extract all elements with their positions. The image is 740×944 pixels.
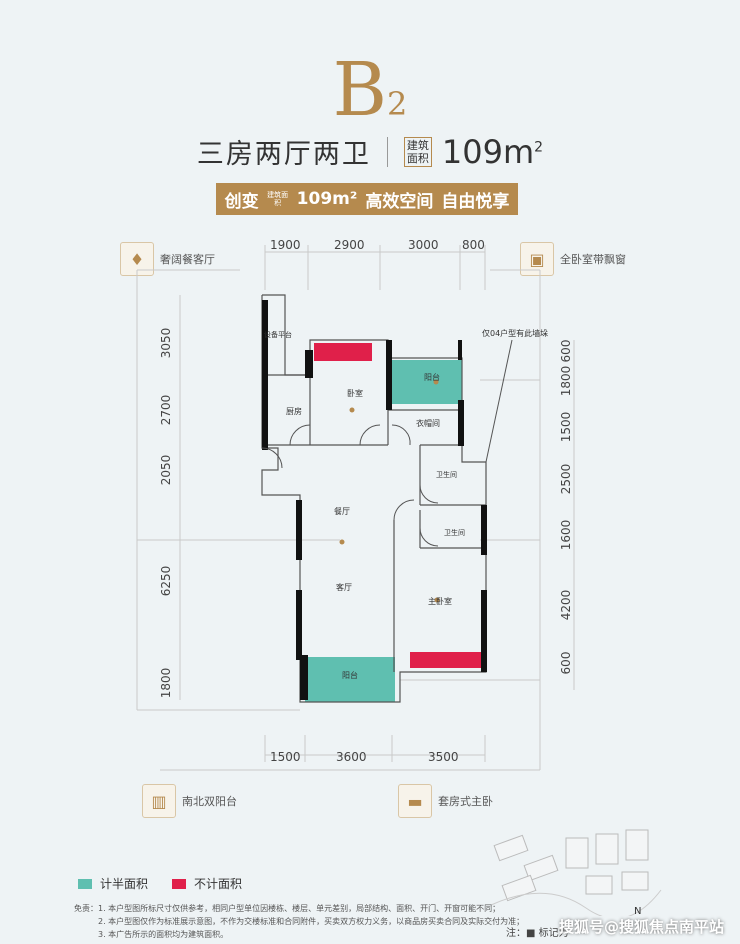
room-living: 客厅 [336,583,352,592]
guide-lines [136,245,575,771]
map-note: 注：■ 标记为 [506,928,569,939]
dim-top-3: 3000 [408,238,439,252]
doors [261,424,439,547]
banner-slogan-1: 高效空间 [365,191,434,212]
wall-w2 [305,350,313,378]
dim-left-1: 3050 [159,327,173,359]
bed-icon: ▬ [398,784,432,818]
legend-swatch-teal [78,878,92,889]
wall-w10 [458,340,462,360]
dim-right-3: 1500 [559,411,573,443]
unit-summary: 三房两厅两卫 建筑面积 109m2 [0,132,740,171]
divider [386,136,388,167]
dim-right-7: 600 [559,651,573,675]
banner-prefix: 创变 [224,191,259,212]
feature-dining-label: 奢阔餐客厅 [160,253,215,266]
feature-bay-window-label: 全卧室带飘窗 [560,253,626,266]
dim-bottom-3: 3500 [428,750,459,764]
disclaimer-line-1: 免责：1. 本户型图所标尺寸仅供参考，相同户型单位因楼栋、楼层、单元差别，局部结… [74,904,501,913]
area-sup: 2 [534,138,544,155]
disclaimer-line-2: 2. 本户型图仅作为标准展示意图，不作为交楼标准和合同附件，买卖双方权力义务，以… [98,917,525,926]
room-markers [339,379,440,603]
room-balcony-south: 阳台 [342,671,358,680]
disclaimer: 免责：1. 本户型图所标尺寸仅供参考，相同户型单位因楼栋、楼层、单元差别，局部结… [74,902,524,941]
wall-w8 [296,590,302,660]
north-indicator: N [634,906,641,916]
room-kitchen: 厨房 [286,407,302,416]
disclaimer-line-3: 3. 本广告所示的面积均为建筑面积。 [98,930,229,939]
dim-right-2: 1800 [559,365,573,397]
feature-balcony-label: 南北双阳台 [182,795,237,808]
annotation-leader [485,339,513,463]
room-bath-1: 卫生间 [436,471,457,479]
dim-right-6: 4200 [559,589,573,621]
banner-slogan-2: 自由悦享 [441,191,510,212]
wall-w1 [262,300,268,450]
legend-swatch-red [172,878,186,889]
room-bath-2: 卫生间 [444,529,465,537]
room-config: 三房两厅两卫 [196,139,371,170]
balcony-north-area [390,360,462,404]
unit-number: 2 [387,85,408,123]
site-map: N [490,829,662,916]
room-balcony-north: 阳台 [424,373,440,382]
dim-left-3: 2050 [159,454,173,486]
legend-half-area: 计半面积 [78,875,148,892]
dim-left-4: 6250 [159,565,173,597]
room-equipment: 设备平台 [264,331,292,339]
site-map-blocks [493,829,649,902]
plan-outline [261,294,487,703]
wall-w3 [386,340,392,410]
feature-suite: ▬ 套房式主卧 [398,784,493,818]
dim-right-4: 2500 [559,463,573,495]
promo-banner: 创变 建筑面积 109m² 高效空间 自由悦享 [216,183,518,215]
area-number: 109m [441,132,535,171]
wall-w6 [481,590,487,672]
wall-w4 [458,400,464,446]
thick-walls [262,300,487,700]
legend-no-area: 不计面积 [172,875,242,892]
room-dining: 餐厅 [334,507,350,516]
watermark: 搜狐号@搜狐焦点南平站 [558,918,724,936]
room-closet: 衣帽间 [416,419,440,428]
legend-half-label: 计半面积 [100,877,149,891]
dim-top-4: 800 [462,238,485,252]
unit-title: B2 [0,50,740,144]
feature-balcony: ▥ 南北双阳台 [142,784,237,818]
dim-top-2: 2900 [334,238,365,252]
legend-none-label: 不计面积 [194,877,243,891]
wall-w5 [481,505,487,555]
wall-w9 [300,655,308,700]
dim-left-5: 1800 [159,667,173,699]
feature-suite-label: 套房式主卧 [438,795,493,808]
dim-left-2: 2700 [159,394,173,426]
dim-top-1: 1900 [270,238,301,252]
banner-mini-label: 建筑面积 [267,191,289,207]
wall-w7 [296,500,302,560]
plan-annotation: 仅04户型有此墙垛 [482,329,549,338]
balcony-icon: ▥ [142,784,176,818]
area-label: 建筑面积 [403,136,432,167]
bay-window-bedroom [314,343,372,361]
dim-bottom-1: 1500 [270,750,301,764]
room-bedroom: 卧室 [347,389,363,398]
unit-letter: B [332,47,388,133]
room-master: 主卧室 [428,597,452,606]
balcony-south-area [305,657,395,702]
banner-area: 109m² [296,189,358,209]
dim-bottom-2: 3600 [336,750,367,764]
area-value: 109m2 [442,133,543,171]
bay-window-master [410,652,482,668]
dim-right-5: 1600 [559,519,573,551]
